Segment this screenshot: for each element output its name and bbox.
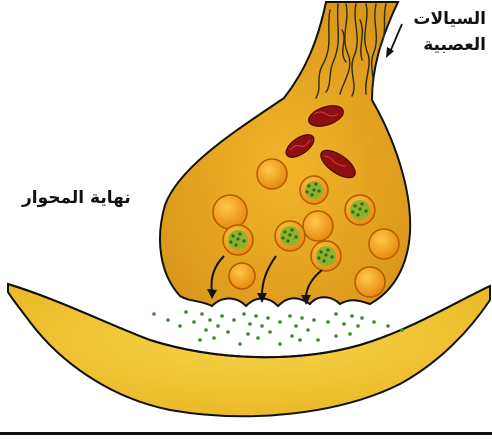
vesicle bbox=[229, 263, 255, 289]
vesicle bbox=[355, 267, 385, 297]
neurofibrils-label-line2: العصبية bbox=[398, 32, 486, 58]
bottom-border bbox=[0, 432, 492, 435]
filled-vesicle bbox=[300, 176, 328, 204]
vesicle bbox=[303, 211, 333, 241]
neurotransmitter-particles bbox=[152, 310, 404, 346]
neurofibrils-label: السيالات العصبية bbox=[398, 6, 486, 58]
axon-terminal-body bbox=[160, 2, 410, 306]
vesicle bbox=[369, 229, 399, 259]
filled-vesicle bbox=[311, 241, 341, 271]
vesicle bbox=[213, 195, 247, 229]
filled-vesicle bbox=[223, 225, 253, 255]
filled-vesicle bbox=[275, 221, 305, 251]
filled-vesicle bbox=[345, 195, 375, 225]
vesicle bbox=[257, 159, 287, 189]
neurofibrils-label-line1: السيالات bbox=[398, 6, 486, 32]
axon-terminal-label: نهاية المحوار bbox=[22, 186, 131, 210]
